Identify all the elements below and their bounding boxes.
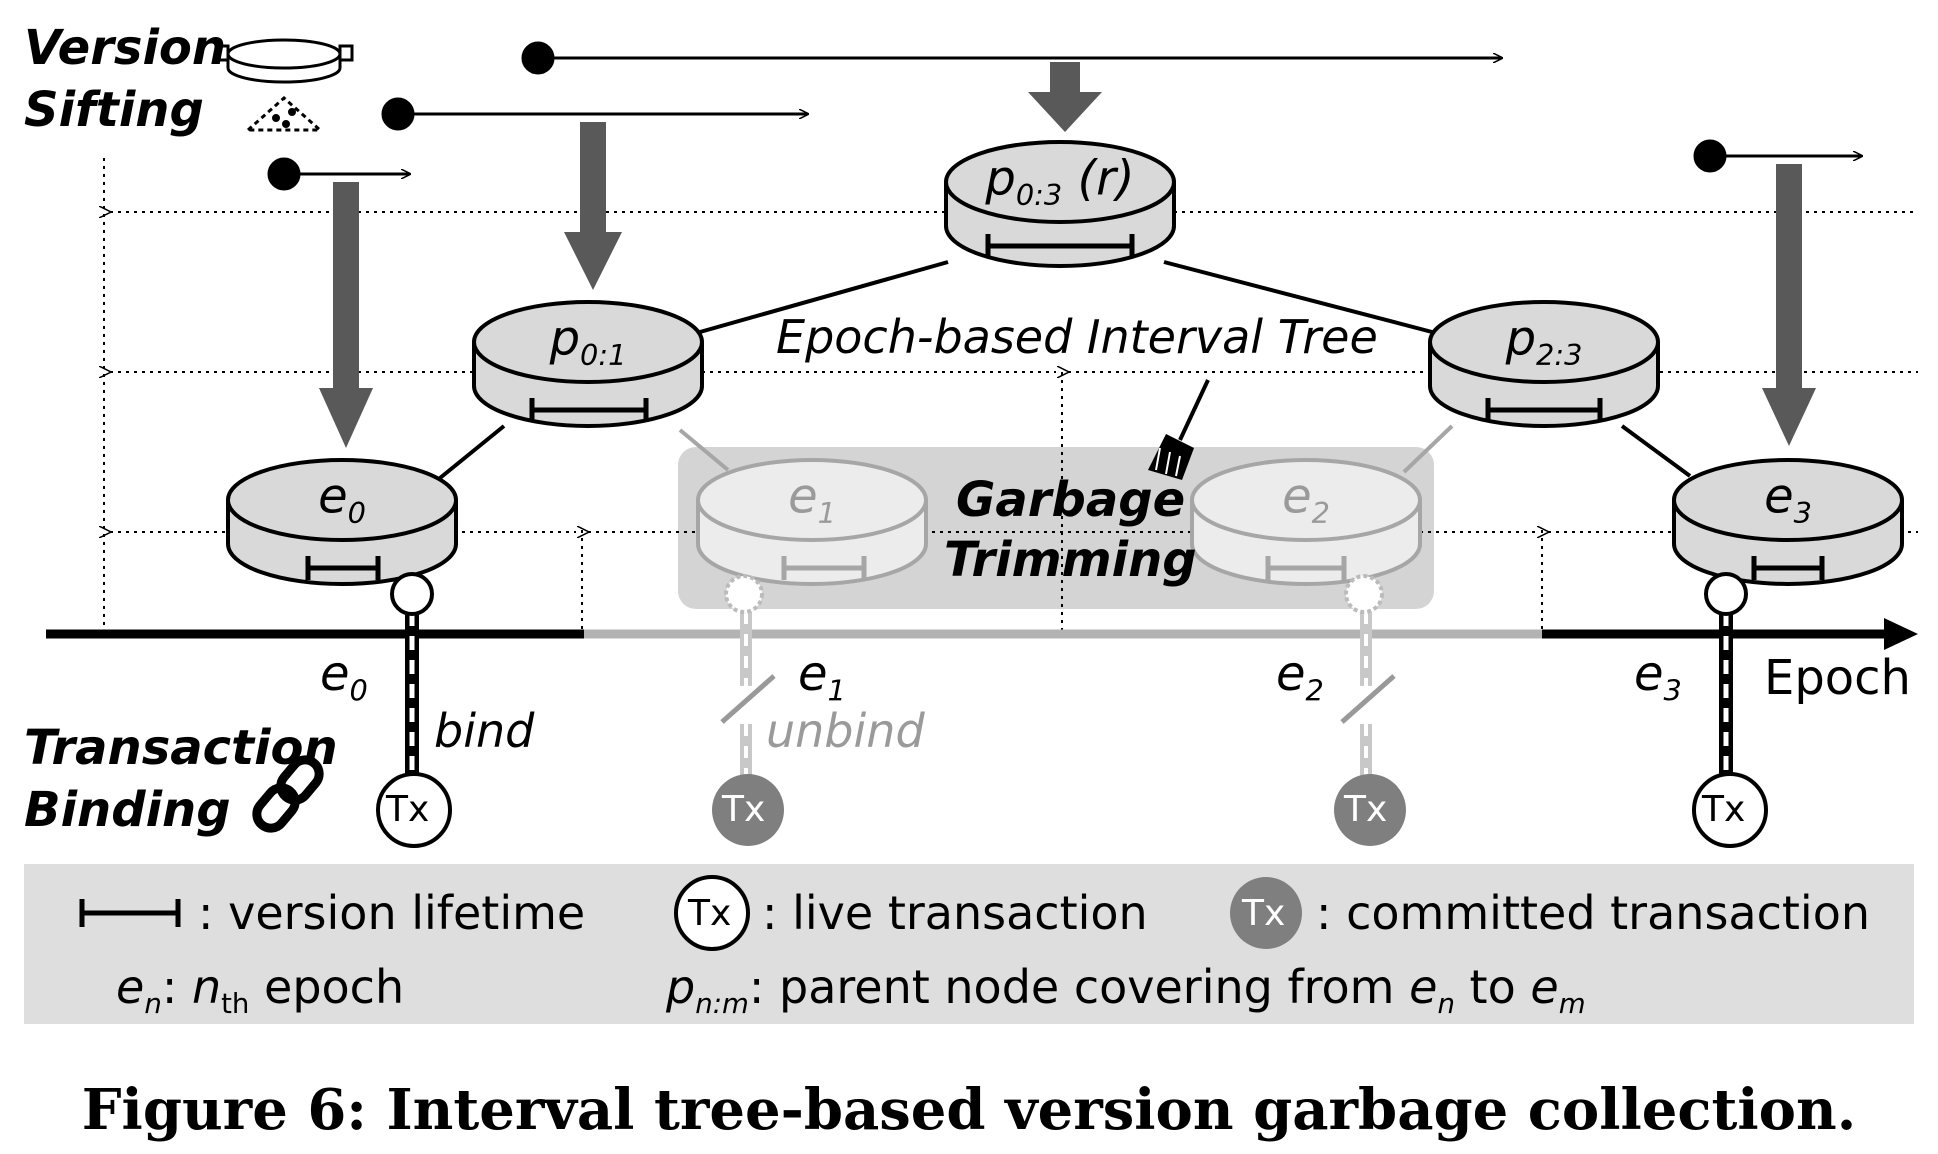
unbinding-e2 [1334, 574, 1406, 846]
transaction-binding-title-line2: Binding [24, 782, 231, 838]
unbind-label: unbind [766, 704, 925, 758]
legend-epoch-text: en: nth epoch [116, 960, 405, 1021]
epoch-axis-label: Epoch [1764, 650, 1911, 706]
axis-epoch-e1: e1 [798, 646, 846, 708]
gc-diagram [46, 38, 1918, 951]
legend-live-text: : live transaction [762, 886, 1148, 940]
tx-e3-label: Tx [1702, 789, 1746, 830]
node-e0-shape [226, 458, 458, 586]
legend-committed-tx-label: Tx [1242, 893, 1286, 934]
sieve-icon [214, 38, 354, 132]
sifting-arrows [319, 62, 1816, 448]
node-p01-label: p0:1 [549, 310, 627, 372]
sifting-ranges [267, 41, 1862, 191]
tx-e1-label: Tx [722, 789, 766, 830]
tx-e0-label: Tx [386, 789, 430, 830]
node-p23-shape [1428, 300, 1660, 428]
figure-caption: Figure 6: Interval tree-based version ga… [81, 1077, 1857, 1143]
legend-box [24, 864, 1914, 1024]
legend-committed-text: : committed transaction [1316, 886, 1870, 940]
node-e1-shape [696, 458, 928, 586]
binding-e0 [376, 572, 452, 848]
node-root-shape [944, 140, 1176, 268]
node-e3-label: e3 [1764, 468, 1812, 530]
version-sifting-title-line2: Sifting [24, 82, 204, 138]
garbage-trimming-title-line2: Trimming [944, 532, 1197, 588]
legend-parent-text: pn:m: parent node covering from en to em [666, 960, 1586, 1021]
bind-label: bind [434, 704, 535, 758]
binding-e3 [1692, 572, 1768, 848]
node-p01-shape [472, 300, 704, 428]
node-e2-label: e2 [1282, 468, 1330, 530]
node-root-label: p0:3 (r) [985, 150, 1135, 212]
tree-edges [438, 260, 1692, 480]
node-e2-shape [1190, 458, 1422, 586]
axis-epoch-e3: e3 [1634, 646, 1682, 708]
vertical-guides [103, 158, 1543, 630]
chain-link-icon [252, 755, 324, 833]
garbage-trimming-title-line1: Garbage [956, 472, 1186, 528]
axis-epoch-e0: e0 [320, 646, 368, 708]
node-p23-label: p2:3 [1505, 310, 1583, 372]
broom-icon [1148, 379, 1210, 480]
axis-epoch-e2: e2 [1276, 646, 1324, 708]
version-sifting-title-line1: Version [24, 20, 227, 76]
legend-live-tx-label: Tx [688, 893, 732, 934]
interval-tree-label: Epoch-based Interval Tree [776, 310, 1378, 364]
node-e1-label: e1 [788, 468, 836, 530]
node-e3-shape [1672, 458, 1904, 586]
node-e0-label: e0 [318, 468, 366, 530]
transaction-binding-title-line1: Transaction [24, 720, 338, 776]
legend-lifetime-text: : version lifetime [198, 886, 586, 940]
unbinding-e1 [712, 574, 784, 846]
tx-e2-label: Tx [1344, 789, 1388, 830]
